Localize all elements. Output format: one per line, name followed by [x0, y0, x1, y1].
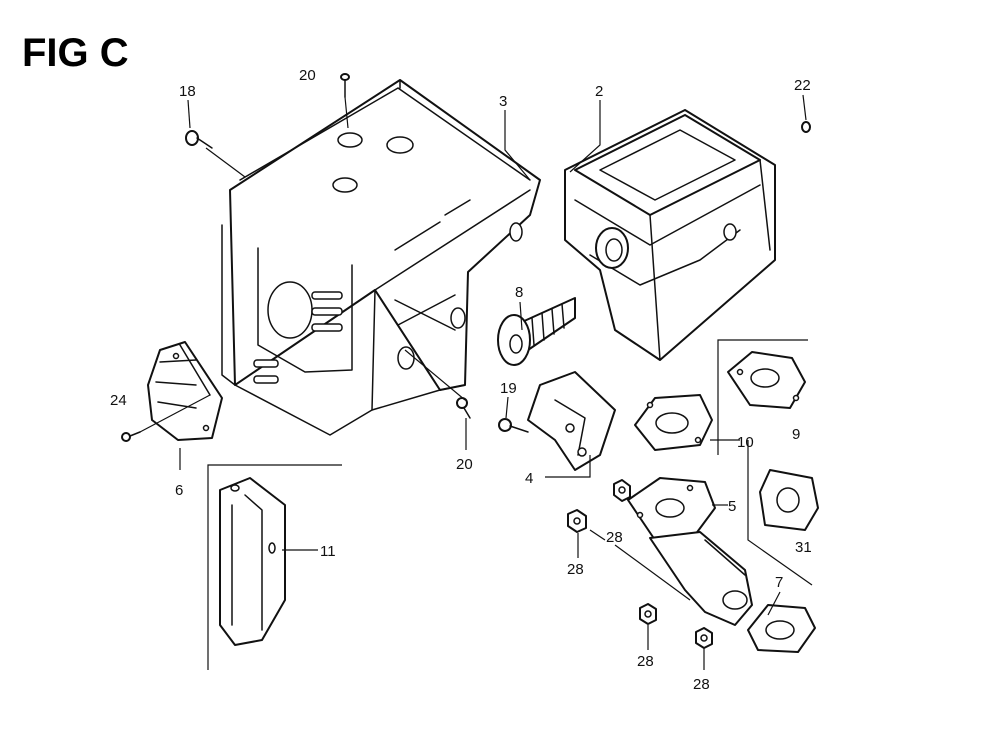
callout-3: 3 [499, 93, 507, 110]
figure-title: FIG C [22, 31, 129, 75]
bolt-part-24 [121, 431, 141, 442]
nut-part-28-a [613, 479, 631, 502]
bolt-part-19 [498, 418, 529, 433]
muffler-protector-part-3 [221, 79, 541, 436]
bolt-part-20-bottom [456, 397, 471, 419]
callout-28-c: 28 [637, 653, 654, 670]
callout-2: 2 [595, 83, 603, 100]
callout-22: 22 [794, 77, 811, 94]
callout-9: 9 [792, 426, 800, 443]
bolt-part-22 [801, 121, 811, 133]
callout-8: 8 [515, 284, 523, 301]
muffler-part-2 [564, 109, 776, 361]
callout-11: 11 [320, 543, 336, 560]
exhaust-deflector-part-6 [147, 341, 223, 441]
leader-lines [139, 94, 807, 670]
nut-part-28-c [639, 603, 657, 625]
gasket-part-7 [747, 604, 816, 653]
callout-6: 6 [175, 482, 183, 499]
callout-28-b: 28 [567, 561, 584, 578]
nut-part-28-d [695, 627, 713, 649]
gasket-part-10 [634, 394, 713, 451]
callout-18: 18 [179, 83, 196, 100]
callout-7: 7 [775, 574, 783, 591]
bolt-part-18 [185, 130, 213, 149]
cover-part-11 [207, 464, 342, 670]
callout-24: 24 [110, 392, 127, 409]
callout-31: 31 [795, 539, 812, 556]
callout-4: 4 [525, 470, 533, 487]
spark-arrester-part-8 [497, 297, 576, 366]
bracket-part-4 [527, 371, 616, 471]
callout-20-top: 20 [299, 67, 316, 84]
callout-19: 19 [500, 380, 517, 397]
gasket-part-31 [747, 440, 819, 586]
callout-20-bottom: 20 [456, 456, 473, 473]
callout-28-a: 28 [606, 529, 623, 546]
bolt-part-20-top [340, 73, 350, 98]
nut-part-28-b [567, 509, 587, 533]
gasket-part-9 [717, 339, 808, 455]
callout-5: 5 [728, 498, 736, 515]
callout-10: 10 [737, 434, 754, 451]
exhaust-joint-part-5 [627, 477, 753, 626]
callout-28-d: 28 [693, 676, 710, 693]
